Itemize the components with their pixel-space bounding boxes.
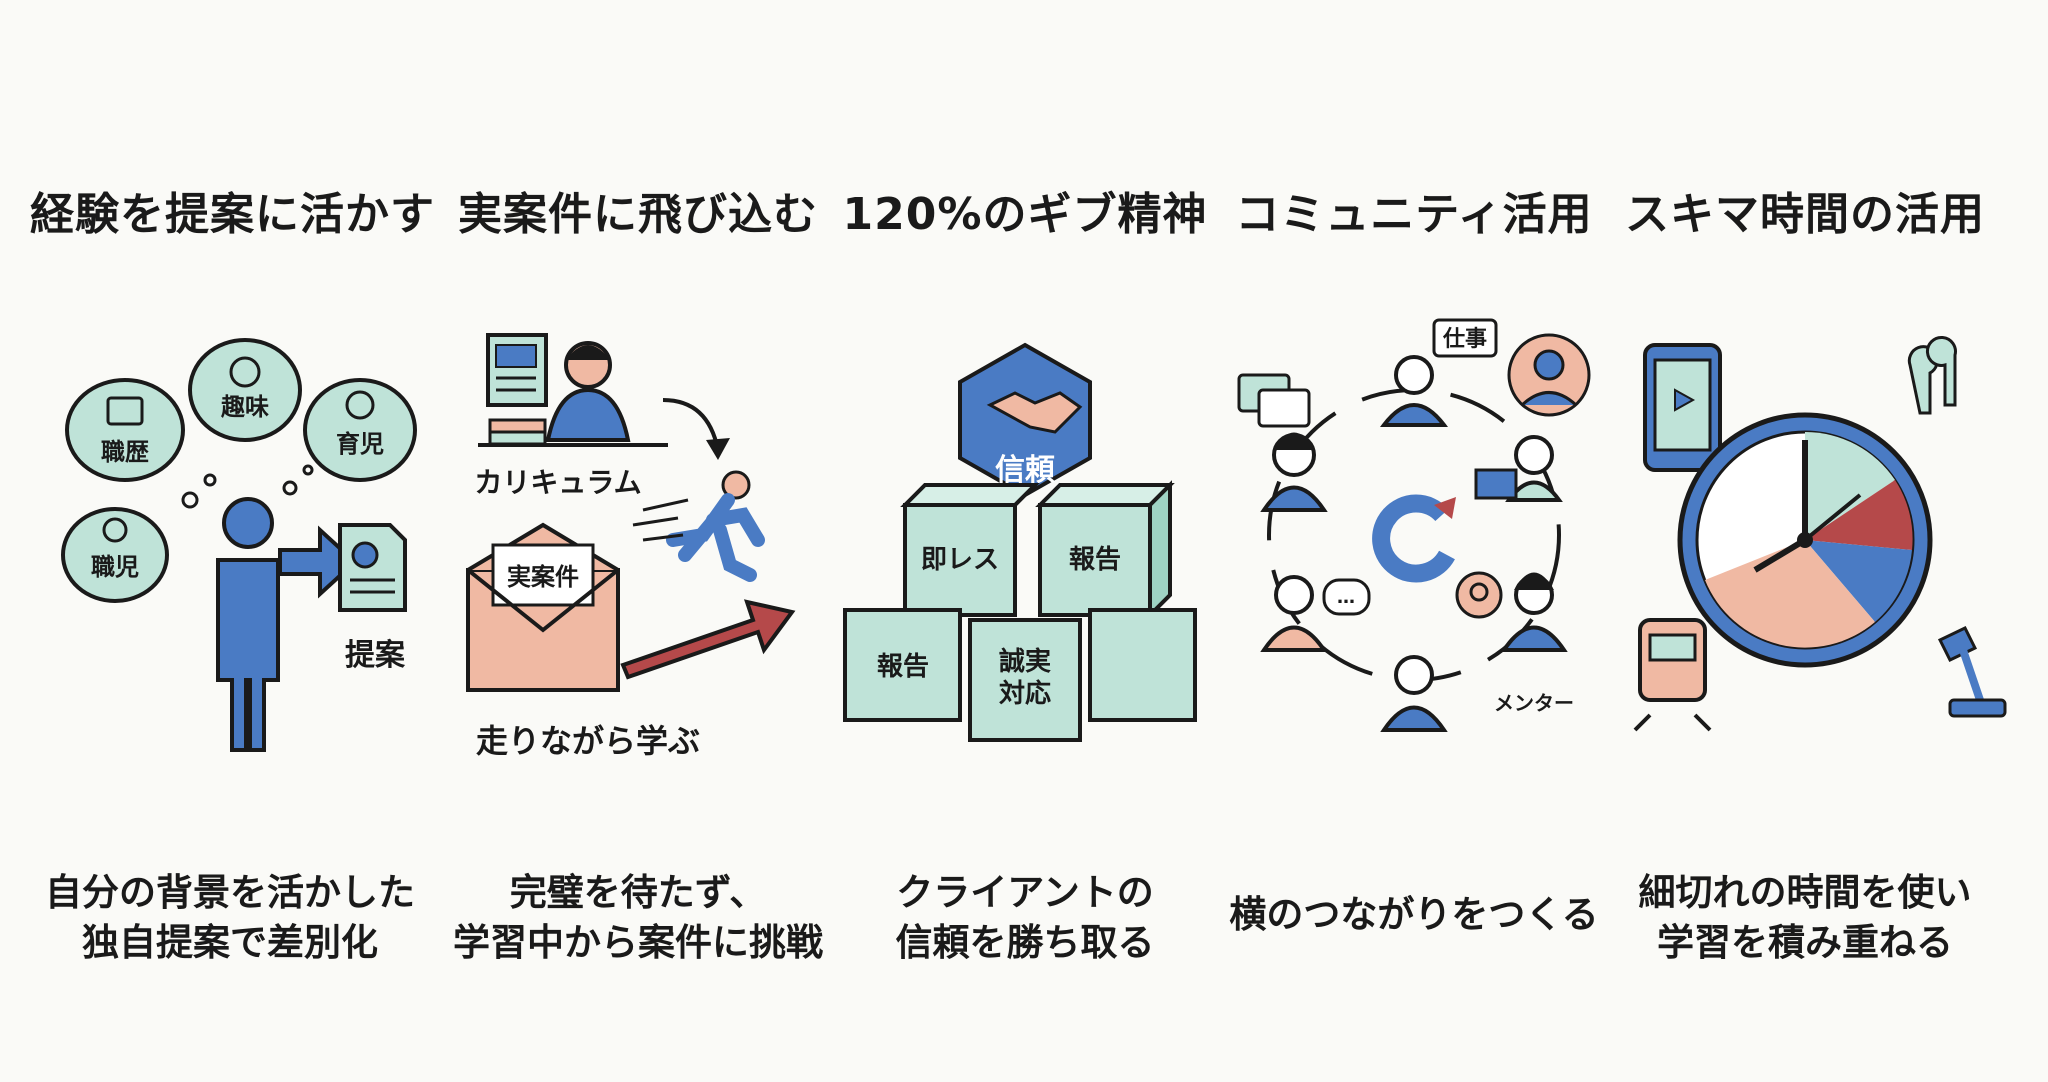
report-label-2: 報告 xyxy=(877,652,929,682)
panel-spare-time: スキマ時間の活用 xyxy=(1605,0,2007,1082)
work-bubble: 仕事 xyxy=(1432,318,1498,358)
panel-caption: 自分の背景を活かした 独自提案で差別化 xyxy=(30,868,430,968)
person-figure xyxy=(216,497,280,752)
desk-lamp-icon xyxy=(1937,626,2007,718)
person-suit-avatar xyxy=(1507,333,1591,417)
panel-title: 経験を提案に活かす xyxy=(30,189,435,240)
panel-title: スキマ時間の活用 xyxy=(1625,189,1985,240)
person-bottom xyxy=(1380,655,1448,732)
box-quick: 即レス xyxy=(900,483,1040,617)
caption-line-1: 自分の背景を活かした xyxy=(45,871,415,914)
panel-caption: 完璧を待たず、 学習中から案件に挑戦 xyxy=(438,868,838,968)
train-icon xyxy=(1633,618,1712,732)
handshake-icon xyxy=(986,391,1083,434)
panel-give-spirit: 120%のギブ精神 信頼 即レス 報告 報告 誠実 対応 xyxy=(825,0,1225,1082)
panel-real-projects: 実案件に飛び込む カリキュラム xyxy=(438,0,838,1082)
experience-illustration: 職歴 趣味 育児 職児 xyxy=(61,338,417,752)
earbuds-icon xyxy=(1907,336,1957,415)
community-illustration: 仕事 … xyxy=(1237,318,1591,732)
caption-line-2: 独自提案で差別化 xyxy=(82,921,378,964)
student-figure xyxy=(478,341,668,447)
panel-title: 実案件に飛び込む xyxy=(458,189,818,240)
real-projects-illustration: カリキュラム 実案件 走りながら学ぶ xyxy=(466,333,796,760)
trust-label: 信頼 xyxy=(995,453,1056,488)
caption-line-1: 完璧を待たず、 xyxy=(509,871,767,914)
career-label: 職歴 xyxy=(101,438,149,466)
trust-hexagon: 信頼 xyxy=(958,342,1092,498)
ellipsis-bubble-icon xyxy=(1322,578,1371,616)
svg-text:…: … xyxy=(1337,587,1355,608)
project-label: 実案件 xyxy=(507,563,579,591)
envelope-icon: 実案件 xyxy=(466,522,620,692)
growth-arrow-icon xyxy=(620,599,796,680)
caption-line-2: 学習を積み重ねる xyxy=(1657,921,1953,964)
panel-community: コミュニティ活用 仕事 xyxy=(1214,0,1614,1082)
caption-line-1: 横のつながりをつくる xyxy=(1229,893,1599,936)
proposal-label: 提案 xyxy=(345,638,406,673)
cycle-icon xyxy=(1372,494,1455,583)
caption-line-2: 信頼を勝ち取る xyxy=(895,921,1155,964)
ikuji-label: 職児 xyxy=(91,553,139,581)
panel-caption: 横のつながりをつくる xyxy=(1214,890,1614,940)
curriculum-label: カリキュラム xyxy=(474,466,641,499)
hobby-label: 趣味 xyxy=(220,393,269,421)
learn-label: 走りながら学ぶ xyxy=(476,722,700,760)
work-label: 仕事 xyxy=(1442,326,1487,352)
spare-time-illustration xyxy=(1633,336,2007,732)
person-icon xyxy=(102,517,128,543)
parenting-bubble: 育児 xyxy=(303,378,417,482)
smartphone-icon xyxy=(1643,343,1722,472)
runner-figure xyxy=(666,470,765,582)
box-plain xyxy=(1088,608,1197,722)
palette-icon xyxy=(229,356,261,388)
person-left-bottom: … xyxy=(1260,575,1371,652)
chat-icon xyxy=(1237,373,1311,428)
give-spirit-illustration: 信頼 即レス 報告 報告 誠実 対応 xyxy=(843,342,1197,742)
honest-label-2: 対応 xyxy=(999,678,1051,709)
panel-caption: クライアントの 信頼を勝ち取る xyxy=(825,868,1225,968)
box-report-left: 報告 xyxy=(843,608,962,722)
laptop-icon xyxy=(1474,468,1518,500)
panel-experience: 経験を提案に活かす 職歴 趣味 育児 職児 xyxy=(30,0,435,1082)
hobby-bubble: 趣味 xyxy=(188,338,302,442)
box-honest: 誠実 対応 xyxy=(968,618,1082,742)
arrow-icon xyxy=(278,525,358,599)
document-icon xyxy=(338,523,407,612)
mentor-label: メンター xyxy=(1494,691,1574,715)
clock-icon xyxy=(1677,412,1933,668)
book-icon xyxy=(486,333,548,446)
person-top xyxy=(1379,355,1449,427)
caption-line-1: クライアントの xyxy=(896,871,1154,914)
parenting-label: 育児 xyxy=(336,430,384,458)
caption-line-2: 学習中から案件に挑戦 xyxy=(453,921,823,964)
ikuji-bubble: 職児 xyxy=(61,507,169,603)
caption-line-1: 細切れの時間を使い xyxy=(1638,871,1972,914)
search-person-icon xyxy=(1455,571,1503,619)
person-right-laptop xyxy=(1474,435,1563,502)
panel-title: 120%のギブ精神 xyxy=(842,189,1208,240)
honest-label-1: 誠実 xyxy=(999,646,1051,677)
person-mentor xyxy=(1500,572,1568,652)
report-label-1: 報告 xyxy=(1069,545,1121,575)
quick-label: 即レス xyxy=(921,545,999,575)
person-left-top xyxy=(1260,432,1328,512)
panel-title: コミュニティ活用 xyxy=(1235,189,1593,240)
box-report-right: 報告 xyxy=(1035,480,1175,620)
panel-caption: 細切れの時間を使い 学習を積み重ねる xyxy=(1605,868,2005,968)
id-card-icon xyxy=(106,396,144,426)
baby-icon xyxy=(345,390,375,420)
career-bubble: 職歴 xyxy=(65,378,185,482)
